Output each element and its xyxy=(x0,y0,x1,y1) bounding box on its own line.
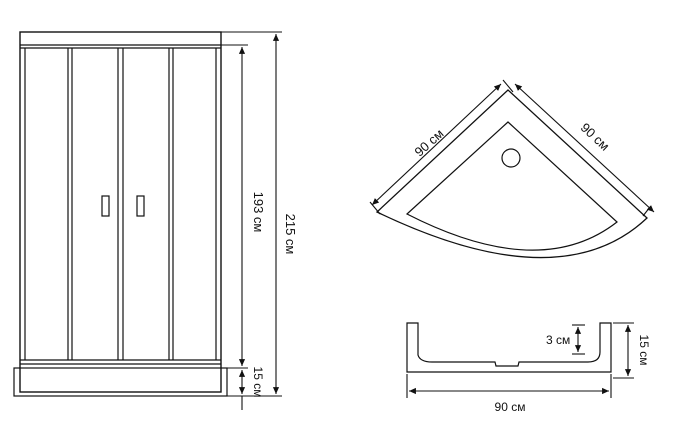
tray-basin xyxy=(405,121,618,251)
side-width-label: 90 см xyxy=(495,400,526,414)
side-dimensions xyxy=(406,322,634,398)
front-view xyxy=(13,31,228,397)
top-side-right-label: 90 см xyxy=(578,120,613,154)
dim-left-side xyxy=(371,83,502,206)
front-dimensions xyxy=(221,31,282,410)
top-side-left-label: 90 см xyxy=(412,126,447,160)
side-view xyxy=(406,322,612,373)
height-base-label: 15 см xyxy=(251,367,265,398)
drain-circle xyxy=(501,148,521,168)
dim-right-side xyxy=(514,83,655,213)
side-height-label: 15 см xyxy=(637,335,651,366)
height-door-label: 193 см xyxy=(251,192,266,233)
cabin-frame xyxy=(19,31,222,393)
tray-section xyxy=(406,322,612,373)
top-view xyxy=(375,89,648,259)
right-door-handle xyxy=(136,195,145,217)
left-door-handle xyxy=(101,195,110,217)
height-total-label: 215 см xyxy=(283,214,298,255)
tray-base xyxy=(13,367,228,397)
side-depth-label: 3 см xyxy=(546,333,570,347)
tray-outline xyxy=(375,89,648,259)
top-dimensions xyxy=(369,79,655,217)
